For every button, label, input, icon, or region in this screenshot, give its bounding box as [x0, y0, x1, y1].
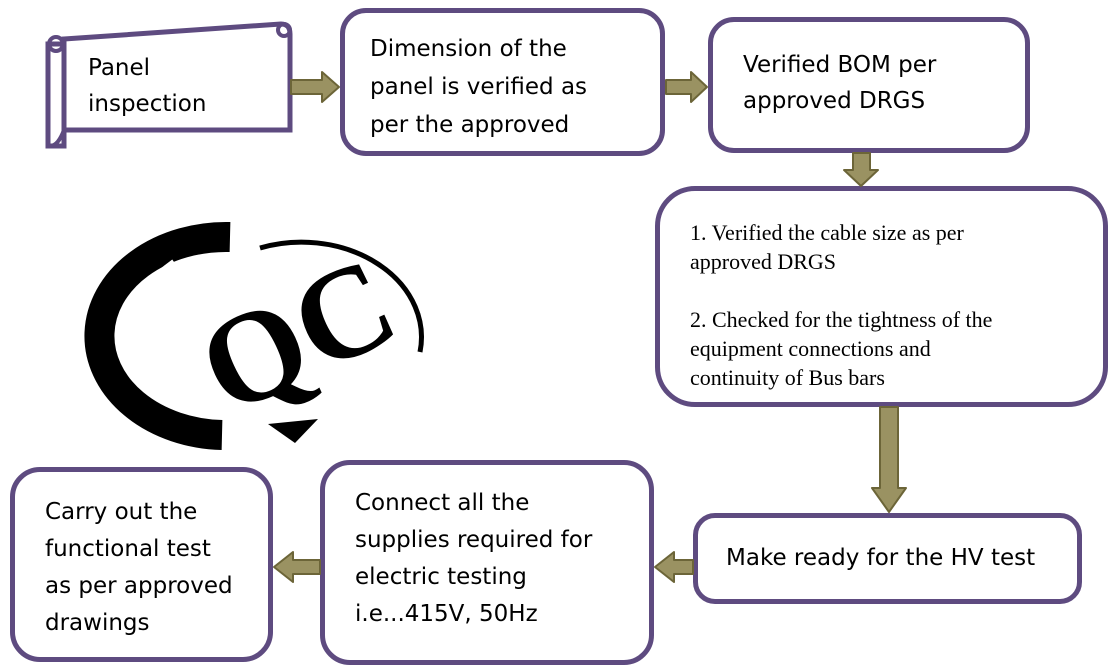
step-supplies-line3: electric testing: [355, 564, 527, 590]
step-panel-inspection-line1: Panel: [88, 55, 151, 81]
step-functional-box: Carry out the functional test as per app…: [10, 467, 273, 662]
step-cable-item1-line1: 1. Verified the cable size as per: [690, 220, 964, 245]
step-cable-item2-line2: equipment connections and: [690, 336, 931, 361]
step-dimension-line1: Dimension of the: [370, 36, 567, 62]
step-panel-inspection-line2: inspection: [88, 91, 207, 117]
step-supplies-line4: i.e...415V, 50Hz: [355, 601, 538, 627]
step-dimension-box: Dimension of the panel is verified as pe…: [340, 8, 665, 156]
step-cable-item2-line3: continuity of Bus bars: [690, 365, 885, 390]
step-hv-test-box: Make ready for the HV test: [693, 513, 1082, 604]
step-bom-line2: approved DRGS: [743, 88, 926, 114]
step-functional-line2: functional test: [45, 536, 211, 562]
step-dimension-line3: per the approved: [370, 112, 570, 138]
step-functional-line3: as per approved: [45, 573, 233, 599]
step-functional-line1: Carry out the: [45, 499, 198, 525]
step-functional-line4: drawings: [45, 610, 150, 636]
step-bom-line1: Verified BOM per: [743, 52, 937, 78]
step-cable-item2-line1: 2. Checked for the tightness of the: [690, 307, 993, 332]
step-dimension-line2: panel is verified as: [370, 74, 588, 100]
step-bom-box: Verified BOM per approved DRGS: [708, 17, 1030, 153]
step-supplies-box: Connect all the supplies required for el…: [320, 460, 654, 665]
step-cable-item1-line2: approved DRGS: [690, 249, 837, 274]
step-cable-box: 1. Verified the cable size as per approv…: [655, 186, 1108, 407]
step-supplies-line2: supplies required for: [355, 527, 593, 553]
step-supplies-line1: Connect all the: [355, 490, 530, 516]
step-hv-test-line1: Make ready for the HV test: [726, 545, 1036, 571]
